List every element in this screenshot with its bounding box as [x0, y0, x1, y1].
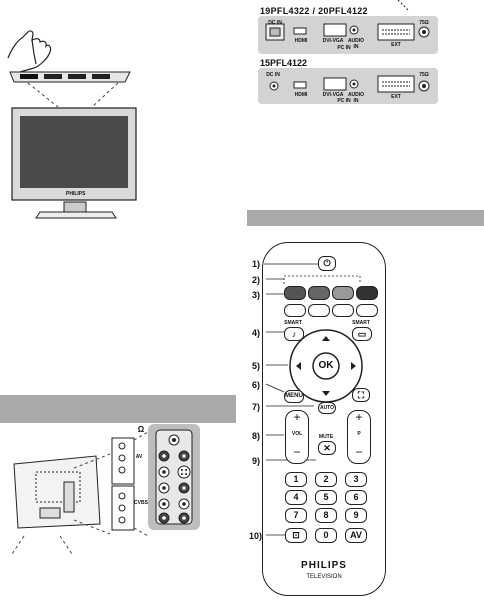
section-header-bar-left [0, 395, 236, 423]
program-down-icon[interactable]: − [355, 445, 363, 459]
label-dvi-vga-top: DVI-VGA [322, 38, 344, 44]
menu-button[interactable]: MENU [284, 390, 304, 403]
note-icon: ♪ [291, 329, 297, 339]
model-title-bottom: 15PFL4122 [260, 58, 308, 68]
remote-brand: PHILIPS [301, 560, 347, 571]
model-title-top: 19PFL4322 / 20PFL4122 [260, 6, 368, 16]
smart-left-label: SMART [284, 320, 302, 326]
headphone-symbol: Ω [137, 425, 145, 434]
side-label-av: AV [135, 454, 143, 460]
smart-right-label: SMART [352, 320, 370, 326]
tv-controls-illustration [7, 30, 137, 219]
section-header-bar-right [247, 210, 484, 226]
teletext-key-3[interactable] [332, 304, 354, 317]
source-icon: ⊡ [292, 530, 300, 540]
arrow-up-icon [322, 336, 330, 341]
digit-5[interactable]: 5 [315, 490, 337, 505]
label-audio-in-top: AUDIO IN [347, 38, 365, 50]
connector-icons [265, 0, 430, 93]
pointing-hand-icon [7, 30, 52, 73]
volume-label: VOL [291, 431, 303, 437]
auto-button[interactable]: AUTO [318, 402, 336, 414]
teletext-key-4[interactable] [356, 304, 378, 317]
callout-2: 2) [252, 275, 261, 285]
label-ext-top: EXT [391, 42, 401, 48]
program-up-icon[interactable]: + [355, 410, 363, 424]
power-icon: ⏻ [323, 258, 331, 268]
source-button[interactable]: ⊡ [285, 528, 307, 543]
blue-key[interactable] [356, 286, 378, 300]
label-dc-in-top: DC IN [268, 20, 282, 26]
volume-down-icon[interactable]: − [293, 445, 301, 459]
av-button[interactable]: AV [345, 528, 367, 543]
side-label-cvbs: CVBS [134, 500, 148, 506]
digit-0[interactable]: 0 [315, 528, 337, 543]
power-button[interactable]: ⏻ [318, 256, 336, 271]
label-hdmi-top: HDMI [294, 38, 308, 44]
callout-6: 6) [252, 380, 261, 390]
digit-8[interactable]: 8 [315, 508, 337, 523]
digit-6[interactable]: 6 [345, 490, 367, 505]
callout-10: 10) [249, 531, 263, 541]
digit-7[interactable]: 7 [285, 508, 307, 523]
label-ext-bottom: EXT [391, 94, 401, 100]
ok-button[interactable]: OK [318, 360, 334, 371]
picture-icon: ▭ [357, 329, 367, 339]
arrow-down-icon [322, 391, 330, 396]
tv-brand-label: PHILIPS [66, 191, 86, 197]
label-pc-in-top: PC IN [337, 45, 351, 51]
volume-rocker[interactable] [285, 410, 309, 464]
callout-3: 3) [252, 290, 261, 300]
program-rocker[interactable] [347, 410, 371, 464]
tv-set [11, 107, 137, 219]
callout-4: 4) [252, 328, 261, 338]
mute-label: MUTE [318, 434, 334, 440]
digit-4[interactable]: 4 [285, 490, 307, 505]
label-audio-in-bottom: AUDIO IN [347, 92, 365, 104]
callout-7: 7) [252, 402, 261, 412]
mute-icon: ✕ [323, 443, 331, 453]
label-dvi-vga-bottom: DVI-VGA [322, 92, 344, 98]
mute-button[interactable]: ✕ [318, 441, 336, 455]
program-label: P [357, 431, 361, 437]
callout-1: 1) [252, 259, 261, 269]
navigation-ring[interactable] [288, 328, 364, 404]
label-pc-in-bottom: PC IN [337, 98, 351, 104]
label-antenna-top: 75Ω [419, 20, 429, 26]
arrow-left-icon [296, 362, 301, 370]
callout-8: 8) [252, 431, 261, 441]
callout-5: 5) [252, 361, 261, 371]
teletext-key-1[interactable] [284, 304, 306, 317]
digit-9[interactable]: 9 [345, 508, 367, 523]
smart-sound-button[interactable]: ♪ [284, 327, 304, 341]
aspect-ratio-icon: ⛶ [357, 390, 365, 400]
label-hdmi-bottom: HDMI [294, 92, 308, 98]
digit-2[interactable]: 2 [315, 472, 337, 487]
yellow-key[interactable] [332, 286, 354, 300]
smart-picture-button[interactable]: ▭ [352, 327, 372, 341]
digit-3[interactable]: 3 [345, 472, 367, 487]
arrow-right-icon [351, 362, 356, 370]
label-antenna-bottom: 75Ω [419, 72, 429, 78]
remote-leader-lines [264, 263, 361, 536]
label-dc-in-bottom: DC IN [266, 72, 280, 78]
green-key[interactable] [308, 286, 330, 300]
teletext-key-2[interactable] [308, 304, 330, 317]
digit-1[interactable]: 1 [285, 472, 307, 487]
format-button[interactable]: ⛶ [352, 388, 370, 402]
red-key[interactable] [284, 286, 306, 300]
volume-up-icon[interactable]: + [293, 410, 301, 424]
callout-9: 9) [252, 456, 261, 466]
side-connection-illustration [11, 424, 200, 555]
remote-subtitle: TELEVISION [306, 574, 342, 580]
tv-top-control-strip [9, 71, 131, 83]
